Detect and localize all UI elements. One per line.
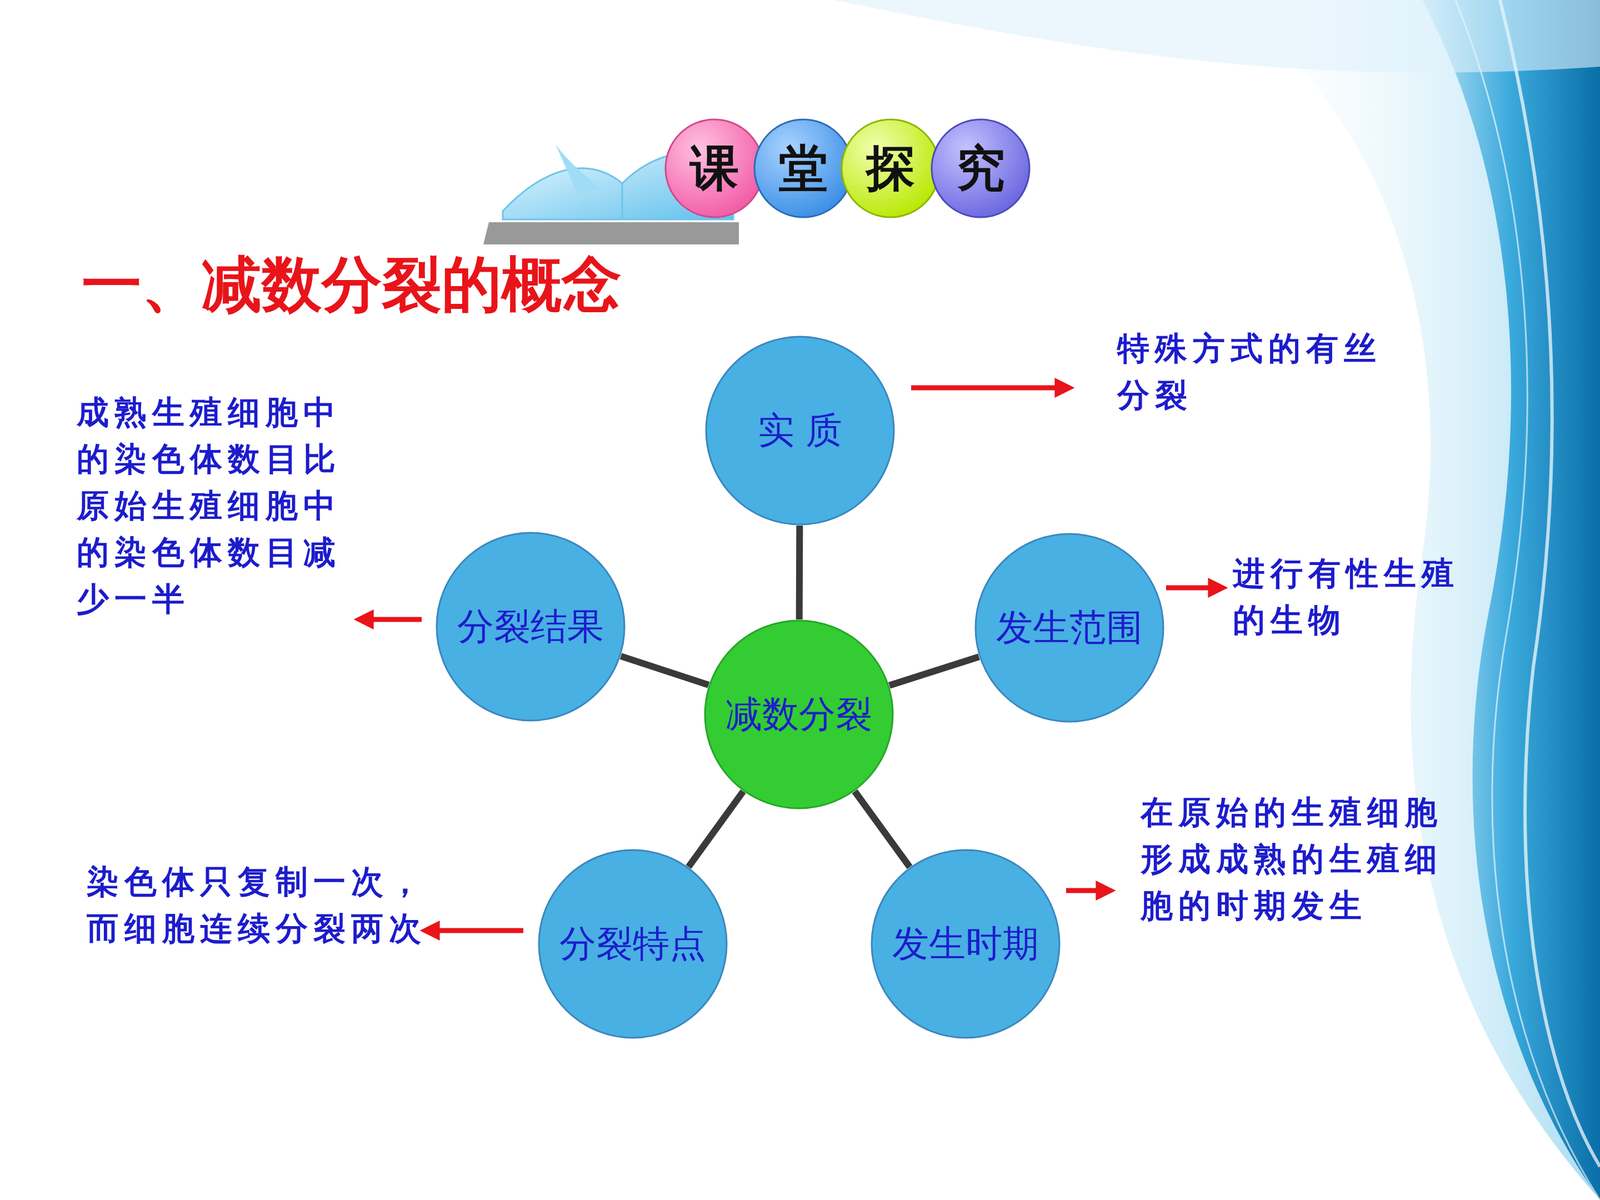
circle-shape xyxy=(436,532,625,721)
annotation-text: 在原始的生殖细胞形成成熟的生殖细胞的时期发生 xyxy=(1140,788,1474,929)
circle-shape xyxy=(754,119,853,218)
topic-circle: 实 质 xyxy=(705,335,895,526)
book-shadow xyxy=(483,222,739,245)
slide-title: 一、减数分裂的概念 xyxy=(81,244,622,326)
annotation-text: 特殊方式的有丝分裂 xyxy=(1117,325,1407,419)
header-circle: 课 xyxy=(664,118,765,219)
topic-circle: 分裂结果 xyxy=(435,531,626,722)
circle-shape xyxy=(665,119,764,218)
spoke-line xyxy=(889,656,979,686)
circle-shape xyxy=(705,620,893,809)
node-text: 发生范围 xyxy=(996,602,1143,653)
annotation-text: 进行有性生殖的生物 xyxy=(1232,550,1483,644)
center-circle: 减数分裂 xyxy=(703,619,894,810)
book-page-flap xyxy=(555,144,600,195)
swirl-light xyxy=(1222,0,1600,1200)
spoke-line xyxy=(688,791,743,868)
circle-shape xyxy=(975,533,1164,722)
node-text: 发生时期 xyxy=(892,918,1039,969)
node-text: 究 xyxy=(956,135,1005,202)
circle-shape xyxy=(841,119,940,218)
node-text: 分裂结果 xyxy=(457,601,604,652)
spoke-line xyxy=(621,656,709,685)
node-text: 堂 xyxy=(778,135,828,202)
node-text: 减数分裂 xyxy=(725,689,873,740)
circle-shape xyxy=(871,850,1060,1038)
topic-circle: 发生范围 xyxy=(974,532,1165,723)
circle-shape xyxy=(706,336,894,525)
node-text: 分裂特点 xyxy=(559,918,707,969)
book-spine xyxy=(621,183,624,220)
circle-shape xyxy=(931,119,1030,218)
swirl-top xyxy=(833,0,1600,73)
swirl-dark xyxy=(1422,0,1600,1200)
node-text: 课 xyxy=(690,135,739,202)
leader-arrow xyxy=(911,385,1067,391)
header-circle: 探 xyxy=(840,118,941,219)
node-text: 探 xyxy=(866,135,915,202)
header-circle: 堂 xyxy=(753,118,854,219)
leader-arrow xyxy=(1166,585,1220,591)
leader-arrow xyxy=(427,928,524,934)
header-circle: 究 xyxy=(930,118,1031,219)
annotation-text: 成熟生殖细胞中的染色体数目比原始生殖细胞中的染色体数目减少一半 xyxy=(76,388,366,623)
swirl-line xyxy=(1455,0,1600,1200)
leader-arrow xyxy=(1066,888,1108,894)
node-text: 实 质 xyxy=(757,405,843,456)
circle-shape xyxy=(538,850,727,1038)
annotation-text: 染色体只复制一次，而细胞连续分裂两次 xyxy=(86,858,454,952)
spoke-line xyxy=(854,791,910,867)
leader-arrow xyxy=(361,617,422,623)
topic-circle: 分裂特点 xyxy=(537,848,728,1039)
topic-circle: 发生时期 xyxy=(870,848,1061,1039)
spoke-line xyxy=(796,525,804,620)
